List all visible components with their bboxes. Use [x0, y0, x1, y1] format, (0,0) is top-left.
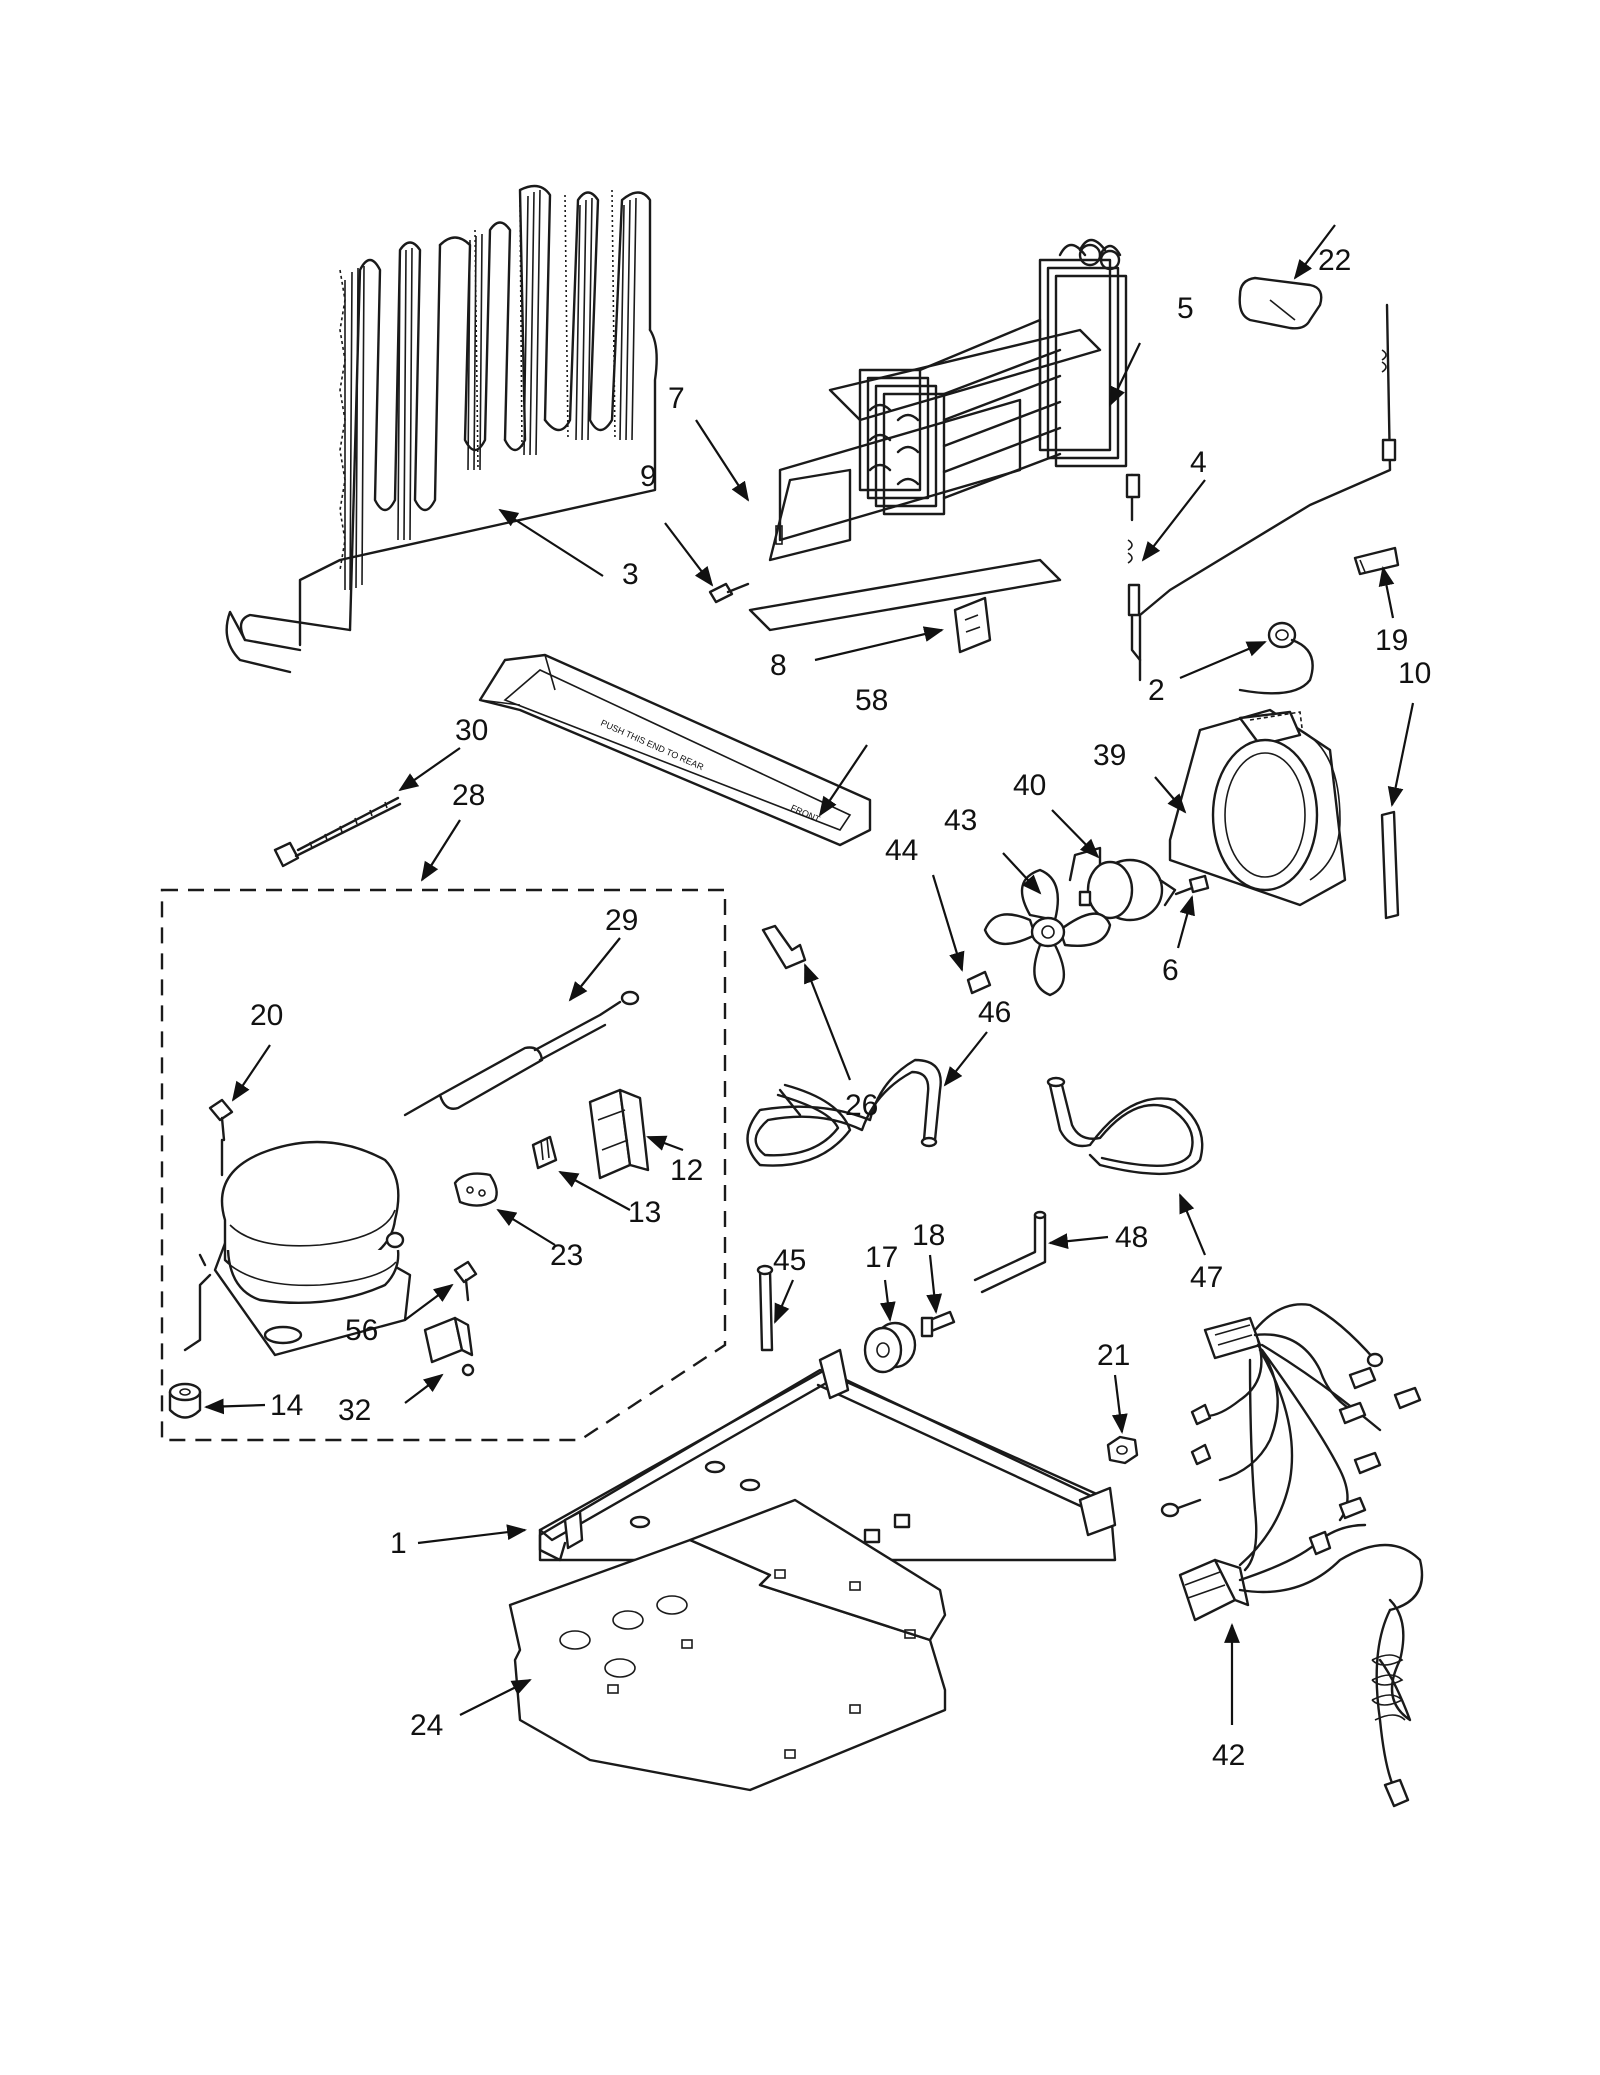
callout-56: 56 [345, 1314, 378, 1347]
relay-cover-12 [588, 1088, 650, 1180]
drier-29 [403, 990, 640, 1117]
screw-9 [708, 582, 750, 604]
tube-48 [973, 1210, 1047, 1294]
callout-19: 19 [1375, 624, 1408, 657]
callout-1: 1 [390, 1527, 407, 1560]
callout-21: 21 [1097, 1339, 1130, 1372]
roller-17 [863, 1321, 917, 1374]
nut-21 [1106, 1435, 1139, 1465]
grommet-14 [168, 1382, 202, 1419]
defrost-heater-4 [1125, 303, 1397, 682]
callout-4: 4 [1190, 446, 1207, 479]
callout-13: 13 [628, 1196, 661, 1229]
cover-22 [1238, 276, 1323, 330]
stud-45 [756, 1264, 774, 1352]
insulation-pad-24 [508, 1498, 947, 1792]
condenser-coil [225, 184, 658, 674]
callout-29: 29 [605, 904, 638, 937]
callout-47: 47 [1190, 1261, 1223, 1294]
thermostat-2 [1238, 621, 1314, 695]
callout-9: 9 [640, 460, 657, 493]
callout-17: 17 [865, 1241, 898, 1274]
callout-18: 18 [912, 1219, 945, 1252]
compressor-kit-box [160, 888, 727, 1442]
compressor [183, 1138, 412, 1357]
callout-42: 42 [1212, 1739, 1245, 1772]
callout-2: 2 [1148, 674, 1165, 707]
callout-12: 12 [670, 1154, 703, 1187]
clip-26 [761, 924, 807, 970]
callout-48: 48 [1115, 1221, 1148, 1254]
strip-10 [1380, 810, 1400, 920]
callout-24: 24 [410, 1709, 443, 1742]
callout-43: 43 [944, 804, 977, 837]
callout-30: 30 [455, 714, 488, 747]
callout-32: 32 [338, 1394, 371, 1427]
evaporator-assembly [748, 238, 1128, 632]
clip-19 [1353, 546, 1400, 576]
callout-44: 44 [885, 834, 918, 867]
screw-20 [208, 1098, 234, 1142]
callout-45: 45 [773, 1244, 806, 1277]
wire-harness-42 [1160, 1303, 1424, 1808]
callout-46: 46 [978, 996, 1011, 1029]
cable-tie-30 [273, 796, 402, 868]
drain-tube-47 [1046, 1076, 1204, 1176]
callout-22: 22 [1318, 244, 1351, 277]
callout-28: 28 [452, 779, 485, 812]
fan-shroud-39 [1168, 708, 1347, 907]
callout-8: 8 [770, 649, 787, 682]
callout-3: 3 [622, 558, 639, 591]
callout-58: 58 [855, 684, 888, 717]
callout-6: 6 [1162, 954, 1179, 987]
capacitor-32 [423, 1316, 475, 1377]
callout-5: 5 [1177, 292, 1194, 325]
callout-14: 14 [270, 1389, 303, 1422]
screw-6 [1174, 874, 1210, 896]
axle-18 [920, 1310, 956, 1338]
callout-39: 39 [1093, 739, 1126, 772]
leader-lines [204, 224, 1415, 1725]
callout-23: 23 [550, 1239, 583, 1272]
overload-23 [453, 1172, 498, 1207]
clip-44 [966, 970, 992, 995]
callout-labels: 3 5 22 4 7 9 8 2 19 10 39 40 43 44 6 58 … [250, 244, 1431, 1772]
drain-hose-46 [746, 1058, 942, 1167]
callout-10: 10 [1398, 657, 1431, 690]
callout-7: 7 [668, 382, 685, 415]
callout-40: 40 [1013, 769, 1046, 802]
fan-motor-40 [1068, 846, 1177, 922]
fan-blade-43 [983, 868, 1112, 997]
clip-8 [953, 596, 992, 654]
relay-13 [531, 1135, 558, 1170]
callout-26: 26 [845, 1089, 878, 1122]
callout-20: 20 [250, 999, 283, 1032]
screw-56 [453, 1260, 478, 1302]
drain-tray-58: PUSH THIS END TO REAR FRONT [478, 653, 872, 847]
